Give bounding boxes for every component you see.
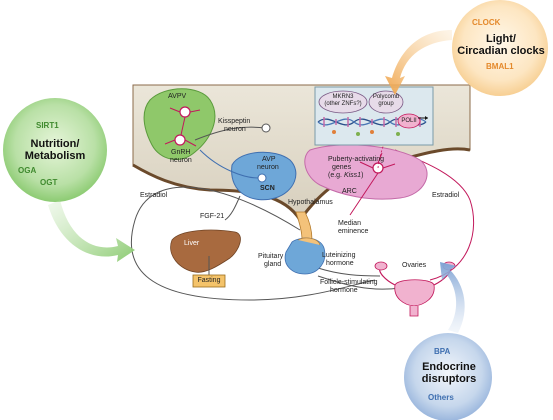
puberty-label-1: Puberty-activating (328, 156, 385, 163)
pol-bubble (397, 113, 421, 129)
sirt1-label: SIRT1 (36, 121, 59, 130)
mkrn-label-2: (other ZNFs?) (324, 101, 362, 107)
nutrition-title-1: Nutrition/ (30, 138, 80, 150)
fasting-label: Fasting (197, 277, 221, 284)
estradiol-left-loop (130, 186, 376, 301)
liver-label: Liver (184, 240, 200, 247)
bmal1-label: BMAL1 (486, 62, 514, 71)
fsh-label-2: hormone (330, 287, 358, 294)
polycomb-label-1: Polycomb (372, 94, 400, 100)
median-label-1: Median (338, 220, 361, 227)
gnrh-label-1: GnRH (171, 149, 191, 156)
lh-path (317, 267, 381, 277)
fsh-label-1: Follicle-stimulating (320, 279, 378, 286)
polycomb-bubble (368, 90, 404, 114)
avpv-label: AVPV (168, 93, 187, 100)
pituitary-label-1: Pituitary (258, 253, 284, 260)
disruptors-circle (404, 333, 492, 420)
circadian-title-1: Light/ (486, 33, 516, 45)
arc-label: ARC (342, 188, 357, 195)
oga-label: OGA (18, 166, 37, 175)
gnrh-label-2: neuron (170, 157, 192, 164)
circadian-circle (452, 0, 548, 96)
circadian-arrow (385, 30, 452, 95)
avp-label-2: neuron (257, 164, 279, 171)
kisspeptin-neuron-icon (261, 123, 271, 133)
disruptors-title-1: Endocrine (422, 361, 476, 373)
disruptors-arrow (440, 262, 465, 333)
pol-label: POLII (401, 118, 417, 124)
pituitary-label-2: gland (264, 261, 282, 268)
estradiol-right-label: Estradiol (432, 192, 460, 199)
others-label: Others (428, 393, 454, 402)
circadian-title-2: Circadian clocks (457, 45, 545, 57)
ovary-left-icon (374, 261, 388, 271)
fgf-label: FGF-21 (200, 213, 225, 220)
avpv-region (143, 88, 216, 160)
bpa-label: BPA (434, 347, 451, 356)
kisspeptin-label-2: neuron (224, 126, 246, 133)
kisspeptin-label-1: Kisspeptin (218, 118, 251, 125)
fsh-path (317, 275, 401, 290)
ogt-label: OGT (40, 178, 58, 187)
arc-region (304, 144, 428, 200)
fasting-box (192, 274, 226, 288)
nutrition-title-2: Metabolism (24, 150, 86, 162)
uterus-icon (394, 279, 435, 307)
disruptors-title-2: disruptors (421, 373, 477, 385)
median-eminence (295, 211, 313, 241)
lh-label-1: Luteinizing (322, 252, 356, 259)
polycomb-label-2: group (378, 101, 394, 107)
mkrn-bubble (318, 90, 368, 114)
mkrn-label-1: MKRN3 (332, 94, 354, 100)
gnrh-neuron-icon (174, 134, 186, 146)
estradiol-left-label: Estradiol (140, 192, 168, 199)
avp-neuron-icon (257, 173, 267, 183)
nutrition-circle (3, 98, 107, 202)
nutrition-arrow (48, 200, 135, 262)
puberty-label-2: genes (332, 164, 352, 171)
avp-label-1: AVP (262, 156, 276, 163)
ovaries-label: Ovaries (402, 262, 427, 269)
puberty-label-3: (e.g. Kiss1) (328, 172, 364, 179)
hypothalamus-label: Hypothalamus (288, 199, 333, 206)
scn-label: SCN (260, 185, 275, 192)
clock-label: CLOCK (472, 18, 501, 27)
lh-label-2: hormone (326, 260, 354, 267)
liver-icon (170, 229, 241, 273)
median-label-2: eminence (338, 228, 369, 235)
avpv-neuron-icon (179, 106, 191, 118)
